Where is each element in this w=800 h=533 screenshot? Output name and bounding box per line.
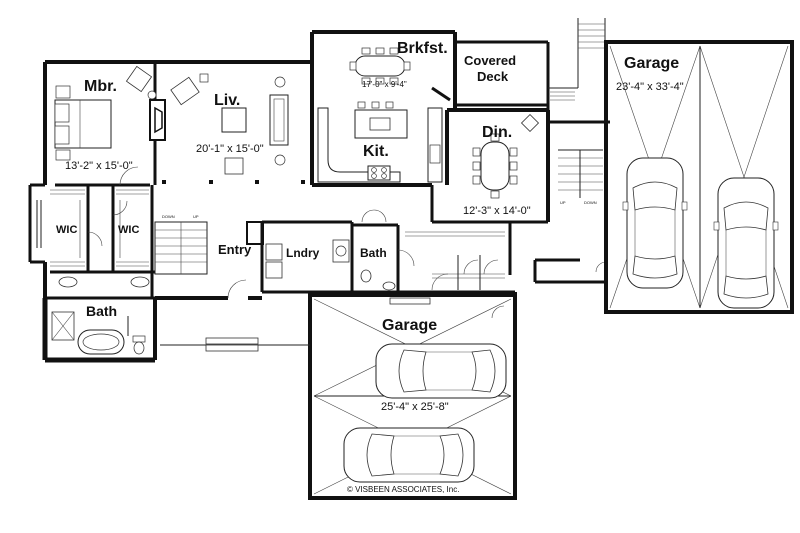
wic-left-name: WIC — [56, 224, 77, 236]
breakfast-table — [349, 47, 411, 85]
copyright-notice: © VISBEEN ASSOCIATES, Inc. — [347, 485, 459, 494]
breakfast-dims: 17'-0" x 9'-4" — [362, 80, 407, 89]
stair-down-label: DOWN — [162, 214, 175, 219]
dining-area — [430, 108, 550, 224]
living-name: Liv. — [214, 92, 240, 109]
master-bath-name: Bath — [86, 303, 117, 319]
wic-right-name: WIC — [118, 224, 139, 236]
laundry-name: Lndry — [286, 246, 320, 260]
master-wing — [28, 60, 166, 363]
master-bedroom-dims: 13'-2" x 15'-0" — [65, 160, 133, 172]
bottom-garage-dims: 25'-4" x 25'-8" — [381, 401, 449, 413]
back-stair-down-label: DOWN — [584, 200, 597, 205]
dining-name: Din. — [482, 124, 512, 141]
back-stair-up-label: UP — [560, 200, 566, 205]
entry-name: Entry — [218, 242, 252, 257]
living-entry-area: DOWN UP — [150, 32, 314, 300]
stair-up-label: UP — [193, 214, 199, 219]
bottom-garage — [308, 293, 517, 500]
master-bed — [54, 85, 112, 161]
master-bath-fixtures — [51, 276, 150, 355]
front-porch — [160, 337, 310, 352]
central-corridor: UP DOWN — [508, 120, 610, 284]
living-dims: 20'-1" x 15'-0" — [196, 143, 264, 155]
exterior-stair — [548, 18, 606, 101]
kitchen-breakfast — [312, 30, 457, 187]
bottom-garage-name: Garage — [382, 317, 437, 334]
right-garage-dims: 23'-4" x 33'-4" — [616, 81, 684, 93]
room-labels: Mbr. 13'-2" x 15'-0" Liv. 20'-1" x 15'-0… — [56, 40, 684, 494]
master-bedroom-name: Mbr. — [84, 78, 117, 95]
laundry-bath-mud — [260, 209, 517, 305]
right-garage-name: Garage — [624, 55, 679, 72]
right-garage — [604, 40, 794, 314]
fireplace — [149, 99, 166, 141]
master-armchair — [125, 65, 157, 100]
dining-dims: 12'-3" x 14'-0" — [463, 205, 531, 217]
dining-table — [472, 133, 518, 199]
living-furniture — [170, 73, 289, 175]
breakfast-name: Brkfst. — [397, 40, 448, 57]
kitchen-name: Kit. — [363, 143, 389, 160]
closet-shelves — [50, 189, 149, 267]
back-stair: UP DOWN — [558, 149, 603, 205]
covered-deck-name-line1: Covered — [464, 53, 516, 68]
small-bath-name: Bath — [360, 246, 387, 260]
range — [367, 165, 391, 181]
covered-deck-name-line2: Deck — [477, 69, 509, 84]
main-stair: DOWN UP — [154, 214, 208, 275]
